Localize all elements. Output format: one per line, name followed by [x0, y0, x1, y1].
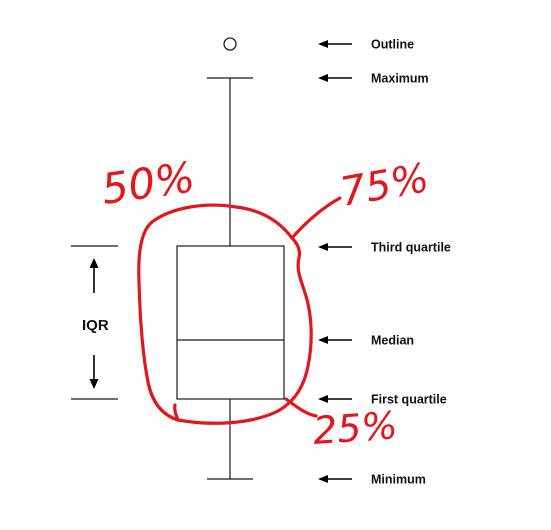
- minimum-label: Minimum: [371, 473, 426, 487]
- median-label: Median: [371, 334, 414, 348]
- iqr-up-arrow-icon: [89, 258, 99, 293]
- outline-label: Outline: [371, 38, 414, 52]
- third-quartile-arrow-icon: [318, 243, 352, 251]
- maximum-label: Maximum: [371, 72, 429, 86]
- iqr-box: [176, 245, 285, 400]
- annotation-75-percent: 75%: [337, 155, 433, 216]
- outlier-point: [223, 37, 237, 51]
- annotation-25-percent: 25%: [312, 403, 399, 453]
- third-quartile-label: Third quartile: [371, 241, 451, 255]
- first-quartile-arrow-icon: [318, 395, 352, 403]
- iqr-down-arrow-icon: [89, 355, 99, 389]
- hand-drawn-line-25: [284, 397, 318, 418]
- hand-drawn-tail-50: [173, 403, 180, 422]
- annotation-50-percent: 50%: [99, 152, 198, 214]
- maximum-arrow-icon: [318, 74, 352, 82]
- iqr-label: IQR: [82, 317, 109, 334]
- hand-drawn-line-75: [290, 196, 342, 240]
- outline-arrow-icon: [318, 40, 352, 48]
- first-quartile-label: First quartile: [371, 393, 447, 407]
- median-arrow-icon: [318, 336, 352, 344]
- minimum-arrow-icon: [318, 475, 352, 483]
- hand-drawn-loop: [137, 203, 313, 425]
